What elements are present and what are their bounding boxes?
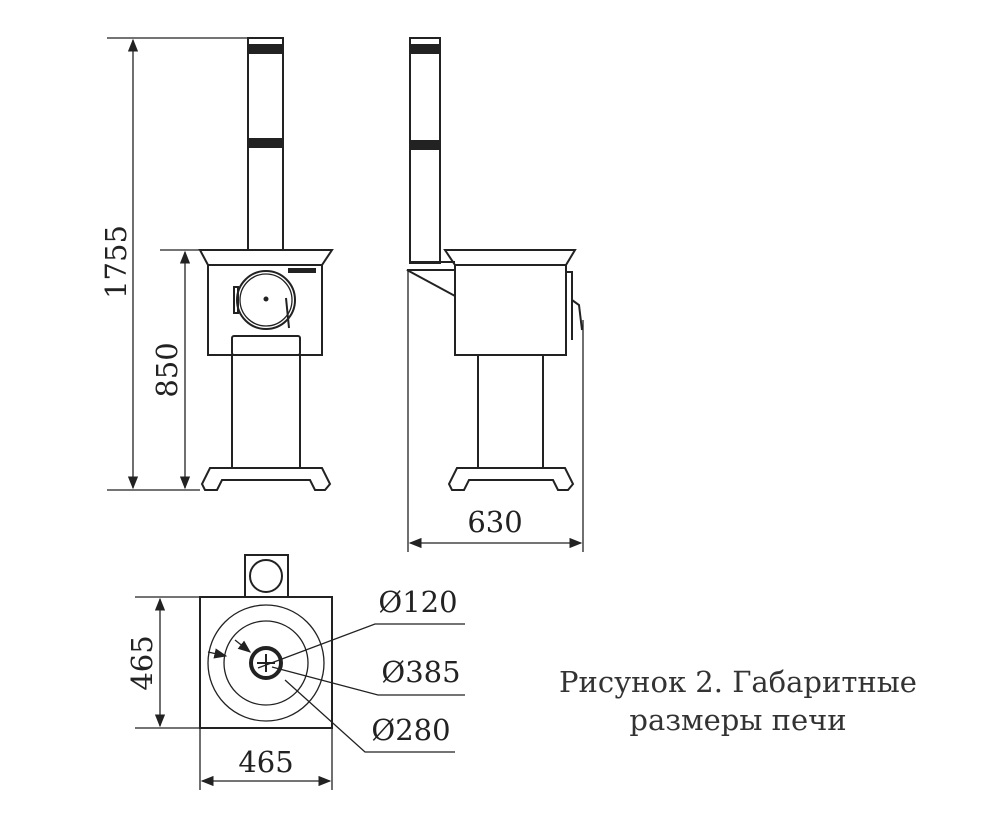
top-plate: [198, 249, 334, 266]
pedestal-side: [477, 354, 544, 469]
dimension-top-depth: 465: [125, 596, 200, 729]
front-view: [198, 37, 334, 491]
flue-bracket: [406, 269, 456, 298]
top-view: [199, 554, 333, 729]
outer-ring: [207, 604, 325, 722]
chimney-front: [247, 37, 284, 251]
base-foot-side: [447, 467, 575, 491]
side-view: [406, 37, 583, 491]
door-circle: [233, 270, 296, 330]
diameter-label-280: Ø280: [371, 713, 450, 747]
flue-hole: [249, 646, 283, 680]
firebox-side: [454, 264, 567, 356]
door-handle-side: [566, 271, 583, 340]
dimension-total-height: 1755: [99, 37, 248, 491]
dimension-label-465-vertical: 465: [125, 635, 159, 690]
dimension-label-630: 630: [467, 505, 522, 539]
pedestal-cap: [231, 335, 301, 356]
dimension-top-width: 465: [199, 728, 333, 790]
diameter-label-120: Ø120: [378, 585, 457, 619]
dimension-label-1755: 1755: [99, 225, 133, 299]
chimney-side: [409, 37, 455, 264]
dimension-body-height: 850: [150, 249, 200, 490]
base-foot: [200, 467, 332, 491]
diameter-label-385: Ø385: [381, 655, 460, 689]
figure-caption-line2: размеры печи: [629, 703, 846, 737]
figure-caption-line1: Рисунок 2. Габаритные: [559, 665, 917, 699]
top-plate-side: [443, 249, 577, 266]
firebox-body: [207, 264, 323, 356]
inner-ring: [223, 620, 309, 706]
dimension-depth: 630: [407, 270, 584, 552]
vent-slot: [288, 268, 316, 273]
dimension-label-850: 850: [150, 342, 184, 397]
dimension-label-465-horizontal: 465: [238, 745, 293, 779]
flue-circle: [249, 559, 283, 593]
pedestal-column: [231, 354, 301, 469]
diameter-leaders: [207, 623, 465, 753]
cooktop-square: [199, 596, 333, 729]
